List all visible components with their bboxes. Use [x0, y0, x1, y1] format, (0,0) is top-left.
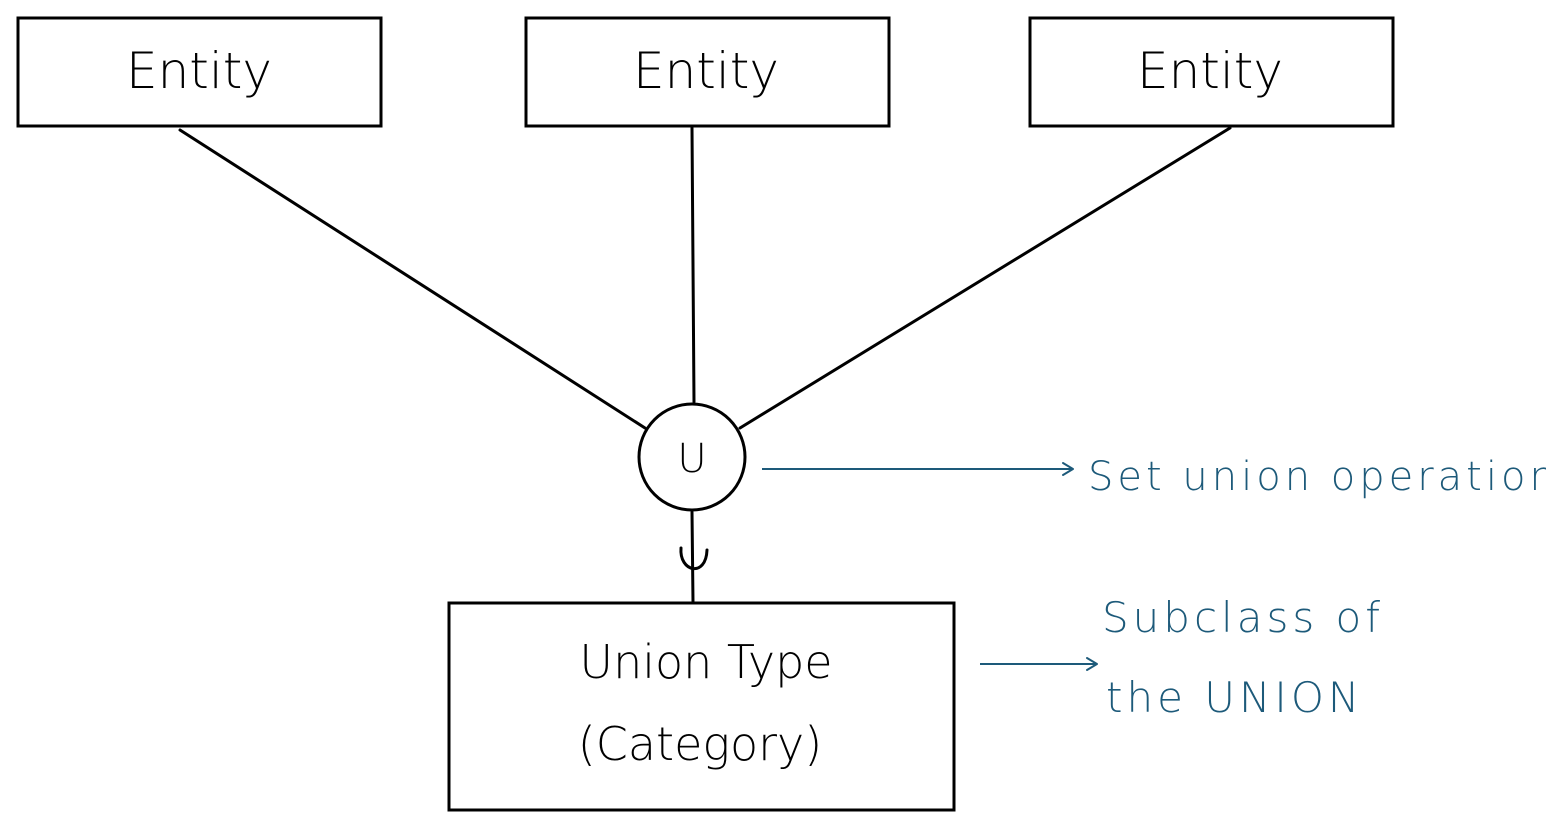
entity-label-3: Entity: [1137, 42, 1283, 100]
connector-entity-2: [690, 126, 696, 404]
union-operator-symbol: U: [677, 436, 706, 482]
subset-symbol: [679, 546, 709, 571]
entity-label-2: Entity: [633, 42, 779, 100]
union-type-box[interactable]: Union Type (Category): [447, 601, 956, 812]
entity-label-1: Entity: [126, 42, 272, 100]
subclass-annotation-text-line2: the UNION: [1106, 673, 1363, 722]
entity-box-1[interactable]: Entity: [16, 16, 383, 128]
union-type-category-label: (Category): [578, 717, 822, 771]
subclass-annotation-arrowhead: [1086, 657, 1098, 671]
entity-box-2[interactable]: Entity: [524, 16, 891, 128]
entity-box-3[interactable]: Entity: [1028, 16, 1395, 128]
connector-union-to-category: [690, 510, 695, 604]
subclass-annotation-text-line1: Subclass of: [1102, 593, 1384, 642]
operator-annotation-text: Set union operation: [1088, 454, 1546, 500]
connector-entity-3: [738, 126, 1232, 430]
connector-entity-1: [178, 128, 647, 430]
operator-annotation-arrowhead: [1062, 462, 1074, 476]
union-operator-circle[interactable]: U: [637, 402, 747, 512]
union-type-label: Union Type: [579, 635, 832, 689]
